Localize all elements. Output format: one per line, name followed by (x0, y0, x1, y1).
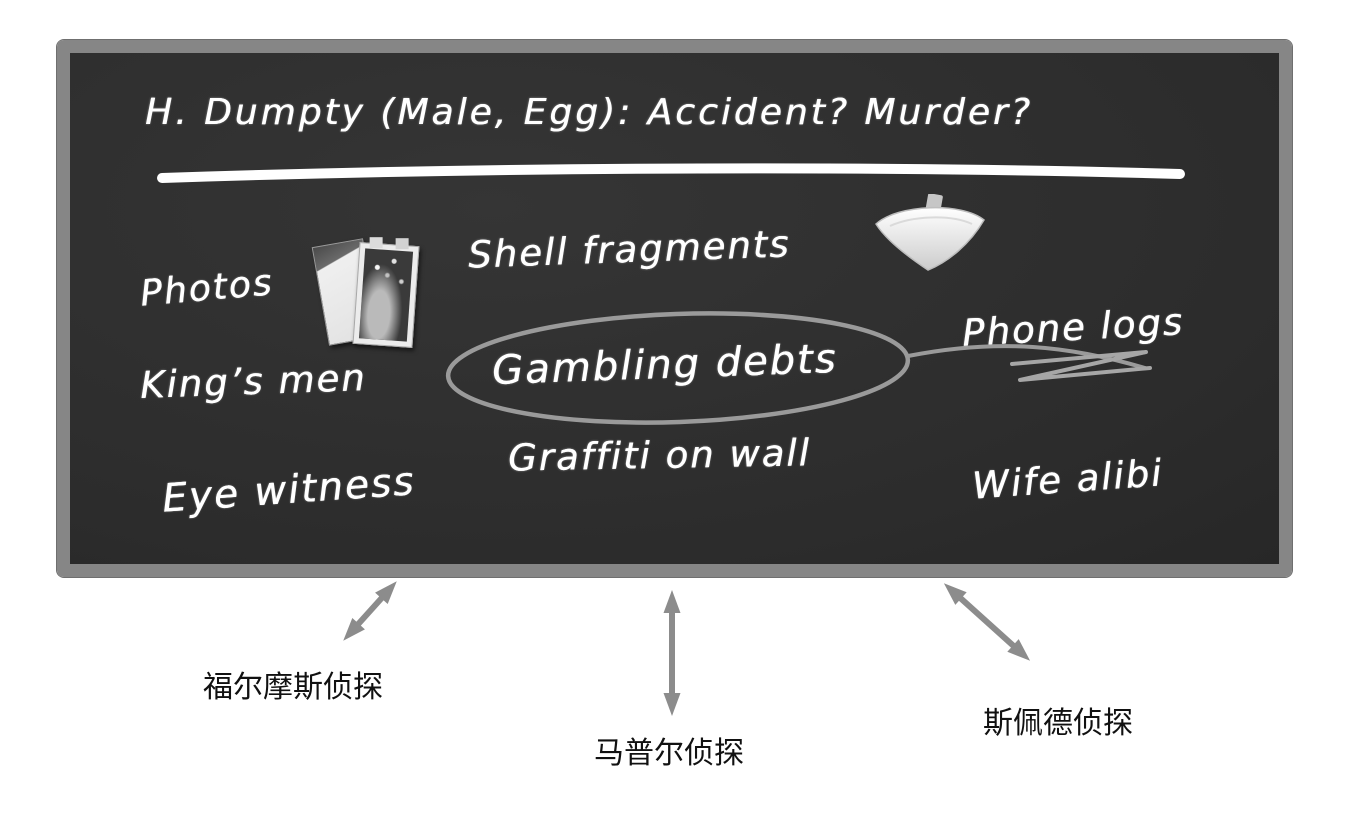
detective-spade-label: 斯佩德侦探 (983, 706, 1133, 741)
photo-front (352, 242, 420, 348)
case-board (57, 40, 1292, 577)
evidence-kings-men-label: King’s men (139, 356, 368, 407)
photo-image (358, 248, 414, 342)
case-title: H. Dumpty (Male, Egg): Accident? Murder? (145, 92, 1033, 133)
shell-fragment-icon (875, 194, 985, 271)
evidence-graffiti-label: Graffiti on wall (507, 431, 812, 480)
arrow-spade (943, 583, 1031, 661)
detective-holmes-label: 福尔摩斯侦探 (203, 670, 383, 705)
arrow-holmes (343, 581, 397, 641)
shell-shape (875, 207, 985, 271)
crime-photos-icon (311, 230, 428, 354)
detective-marple-label: 马普尔侦探 (594, 736, 744, 771)
shell-curve-detail (889, 216, 973, 227)
arrow-marple (663, 590, 681, 716)
